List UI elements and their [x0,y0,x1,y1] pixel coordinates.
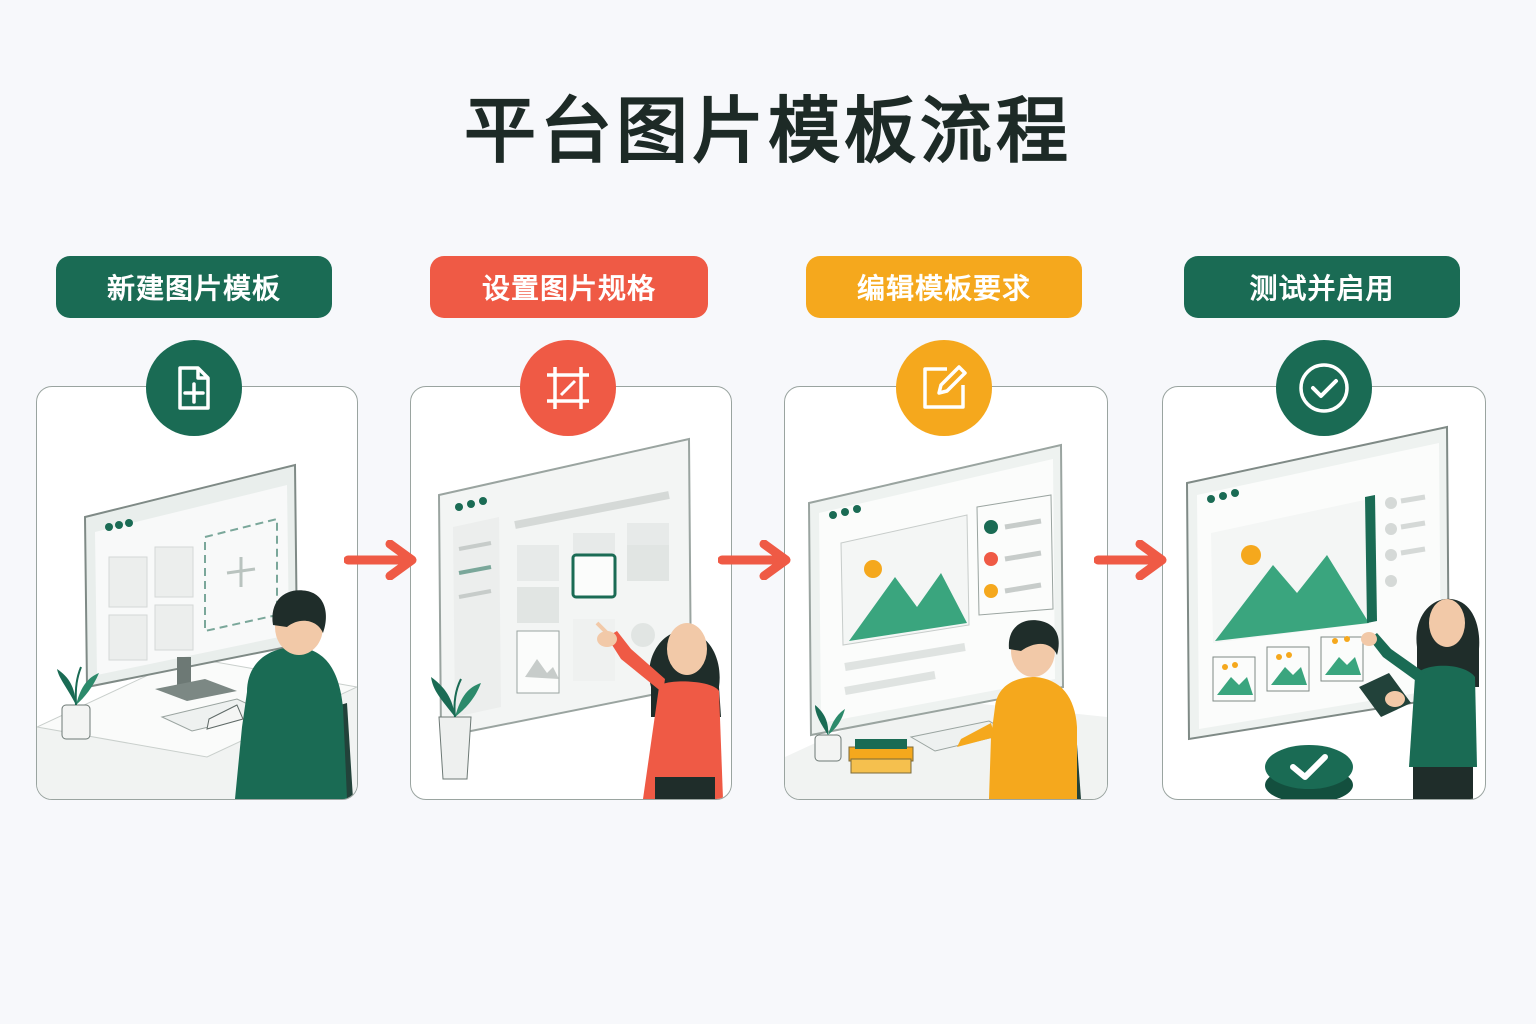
step-4-badge [1276,340,1372,436]
step-1-card [36,386,358,800]
step-3-label: 编辑模板要求 [806,256,1082,318]
step-1-illustration [37,463,357,799]
arrow-right-icon [1094,540,1167,580]
step-1-badge [146,340,242,436]
step-2-card [410,386,732,800]
step-2-illustration [431,437,723,799]
step-3-card [784,386,1108,800]
file-plus-icon [178,366,210,410]
crop-icon [547,367,589,409]
step-3-illustration [785,443,1107,799]
step-2-badge [520,340,616,436]
step-1-label: 新建图片模板 [56,256,332,318]
step-3-badge [896,340,992,436]
arrow-right-icon [344,540,417,580]
step-4-card [1162,386,1486,800]
page-title: 平台图片模板流程 [463,89,1072,173]
edit-icon [923,365,967,409]
step-4-illustration [1185,425,1480,799]
check-circle-icon [1299,363,1349,413]
step-4-label: 测试并启用 [1184,256,1460,318]
arrow-right-icon [718,540,791,580]
step-2-label: 设置图片规格 [430,256,708,318]
